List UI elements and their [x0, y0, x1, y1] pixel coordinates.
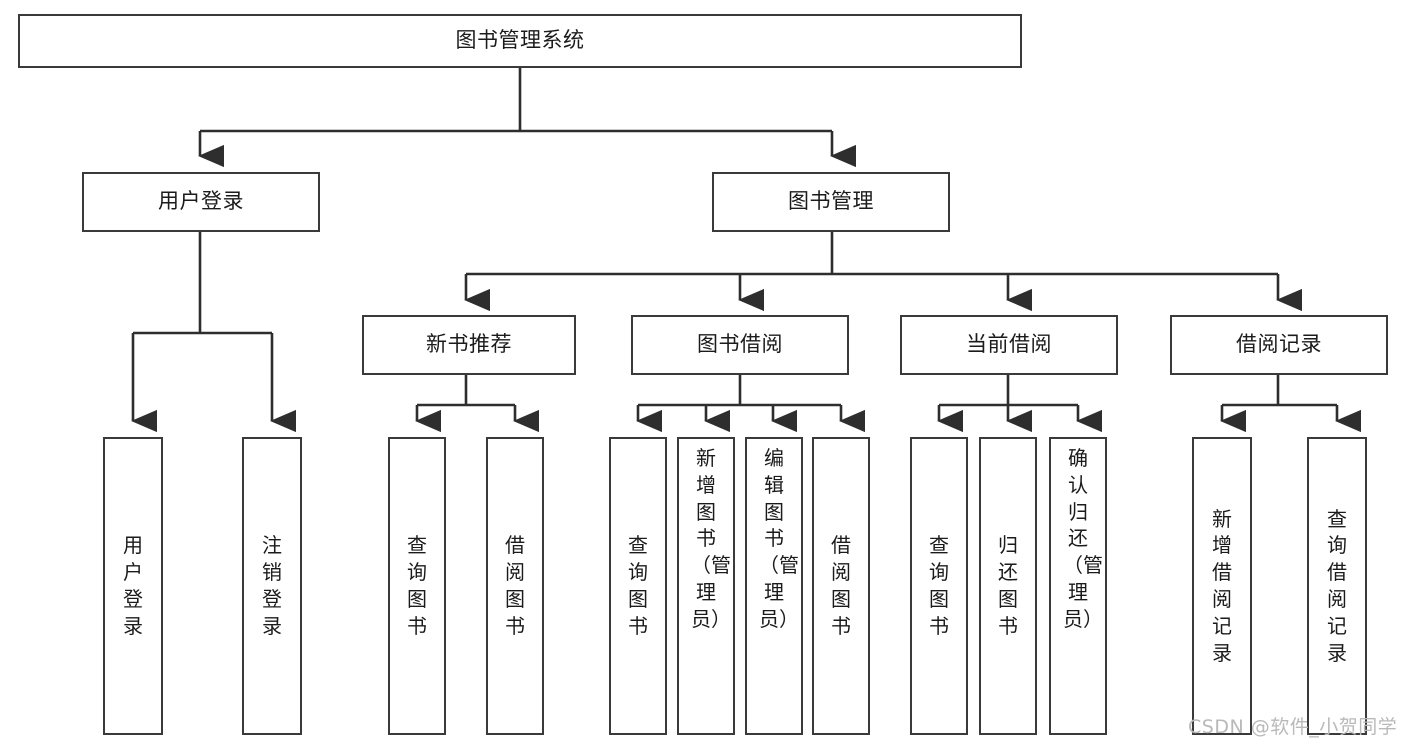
node-user-login-label: 用户登录 — [158, 189, 244, 214]
node-borrow-record[interactable]: 借阅记录 — [1170, 315, 1388, 375]
node-book-management-label: 图书管理 — [788, 189, 874, 214]
leaf-current-return-book-label: 归还图书 — [998, 533, 1018, 638]
node-book-borrow-label: 图书借阅 — [697, 332, 783, 357]
leaf-recommend-query-book-label: 查询图书 — [407, 533, 427, 638]
leaf-recommend-borrow-book-label: 借阅图书 — [505, 533, 525, 638]
node-current-borrow[interactable]: 当前借阅 — [900, 315, 1118, 375]
leaf-recommend-borrow-book[interactable]: 借阅图书 — [486, 437, 544, 735]
leaf-record-add-record[interactable]: 新增借阅记录 — [1192, 437, 1252, 735]
watermark-text: CSDN @软件_小贺同学 — [1188, 716, 1398, 738]
leaf-current-return-book[interactable]: 归还图书 — [979, 437, 1037, 735]
node-book-management[interactable]: 图书管理 — [712, 172, 950, 232]
leaf-borrow-add-book[interactable]: 新增图书（管理员） — [677, 437, 735, 735]
leaf-record-query-record-label: 查询借阅记录 — [1327, 506, 1347, 665]
leaf-current-confirm-return[interactable]: 确认归还（管理员） — [1049, 437, 1107, 735]
node-root-label: 图书管理系统 — [455, 28, 585, 53]
node-root-book-management-system[interactable]: 图书管理系统 — [18, 14, 1022, 68]
leaf-borrow-query-book-label: 查询图书 — [628, 533, 648, 638]
leaf-record-query-record[interactable]: 查询借阅记录 — [1307, 437, 1367, 735]
leaf-user-login[interactable]: 用户登录 — [103, 437, 163, 735]
leaf-recommend-query-book[interactable]: 查询图书 — [388, 437, 446, 735]
node-new-book-recommend[interactable]: 新书推荐 — [362, 315, 576, 375]
leaf-borrow-borrow-book-label: 借阅图书 — [831, 533, 851, 638]
leaf-borrow-borrow-book[interactable]: 借阅图书 — [812, 437, 870, 735]
leaf-user-login-label: 用户登录 — [123, 533, 143, 638]
leaf-borrow-add-book-label: 新增图书（管理员） — [691, 446, 731, 631]
leaf-borrow-edit-book[interactable]: 编辑图书（管理员） — [745, 437, 803, 735]
leaf-borrow-query-book[interactable]: 查询图书 — [609, 437, 667, 735]
leaf-current-query-book[interactable]: 查询图书 — [910, 437, 968, 735]
leaf-borrow-edit-book-label: 编辑图书（管理员） — [759, 446, 799, 631]
leaf-user-logout[interactable]: 注销登录 — [242, 437, 302, 735]
leaf-current-query-book-label: 查询图书 — [929, 533, 949, 638]
leaf-record-add-record-label: 新增借阅记录 — [1212, 506, 1232, 665]
node-borrow-record-label: 借阅记录 — [1236, 332, 1322, 357]
node-book-borrow[interactable]: 图书借阅 — [631, 315, 849, 375]
leaf-user-logout-label: 注销登录 — [262, 533, 282, 638]
node-current-borrow-label: 当前借阅 — [966, 332, 1052, 357]
leaf-current-confirm-return-label: 确认归还（管理员） — [1063, 446, 1103, 631]
node-new-book-recommend-label: 新书推荐 — [426, 332, 512, 357]
node-user-login[interactable]: 用户登录 — [82, 172, 320, 232]
